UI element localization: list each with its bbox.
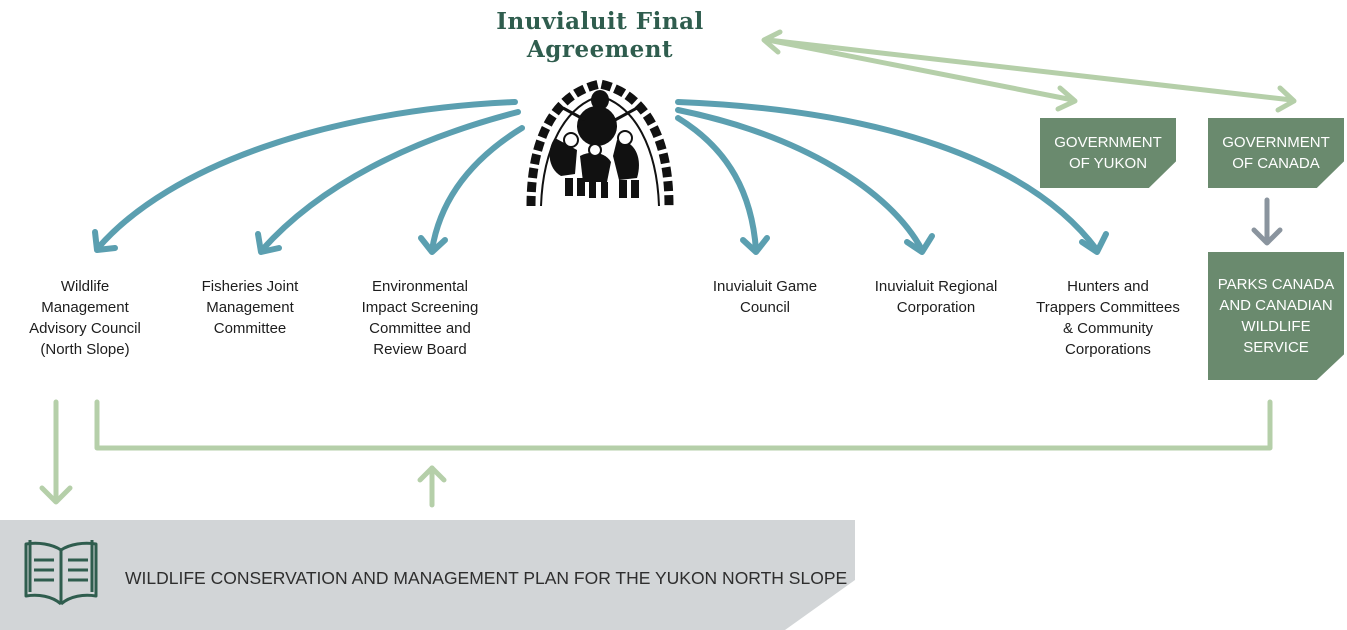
plan-banner	[0, 520, 855, 630]
open-book-icon	[24, 540, 98, 606]
connector-bottom	[94, 399, 1273, 451]
fisheries-joint-management-committee: Fisheries Joint Management Committee	[201, 278, 299, 337]
plan-title: WILDLIFE CONSERVATION AND MANAGEMENT PLA…	[125, 568, 848, 588]
arrow-wmac-to-plan-head	[39, 485, 73, 505]
diagram-title: Inuvialuit Final Agreement	[440, 8, 760, 64]
arrow-ifa-canada	[765, 37, 1295, 103]
arrow-ifa-back-head	[761, 29, 783, 55]
arrow-ifa-canada-head	[1275, 85, 1297, 113]
arrow-ifa-yukon-head	[1055, 85, 1078, 112]
environmental-impact-screening-committee: Environmental Impact Screening Committee…	[361, 278, 479, 358]
arrow-canada-to-parks-head	[1251, 227, 1283, 246]
arrow-to-fjmc	[259, 109, 521, 253]
arrow-to-igc-head	[740, 235, 770, 255]
arrow-to-igc	[675, 115, 759, 253]
government-of-canada-box: GOVERNMENT OF CANADA	[1208, 118, 1344, 188]
inuvialuit-artwork-icon	[526, 79, 674, 207]
arrow-to-htc-head	[1079, 231, 1109, 255]
arrow-to-irc	[675, 107, 925, 253]
arrow-to-wmac	[95, 99, 518, 251]
wildlife-management-advisory-council: Wildlife Management Advisory Council (No…	[29, 278, 141, 358]
title-line-2: Agreement	[526, 36, 674, 63]
arrow-to-eisc-head	[418, 235, 448, 255]
inuvialuit-game-council: Inuvialuit Game Council	[712, 278, 818, 316]
arrow-up-to-connector-head	[417, 465, 447, 483]
arrow-to-htc	[675, 99, 1100, 253]
arrow-to-wmac-head	[92, 229, 118, 253]
arrow-ifa-yukon	[765, 37, 1076, 103]
government-of-yukon-box: GOVERNMENT OF YUKON	[1040, 118, 1176, 188]
hunters-and-trappers-committees: Hunters and Trappers Committees & Commun…	[1036, 278, 1180, 358]
arrow-to-fjmc-head	[255, 231, 282, 255]
arrow-to-irc-head	[904, 233, 935, 255]
arrow-to-eisc	[429, 125, 525, 253]
parks-canada-wildlife-service-box: PARKS CANADA AND CANADIAN WILDLIFE SERVI…	[1208, 252, 1344, 380]
title-line-1: Inuvialuit Final	[496, 8, 704, 35]
inuvialuit-regional-corporation: Inuvialuit Regional Corporation	[874, 278, 998, 316]
